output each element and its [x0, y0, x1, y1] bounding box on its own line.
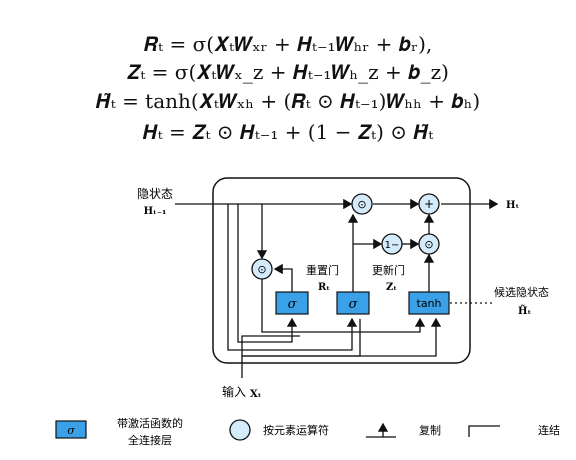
equation-reset-gate: 𝑹ₜ = σ(𝑿ₜ𝑾ₓᵣ + 𝑯ₜ₋₁𝑾ₕᵣ + 𝒃ᵣ), — [143, 32, 433, 56]
legend-fc-layer-icon — [55, 420, 87, 439]
reset-mult-to-tanh-line — [261, 279, 426, 333]
reset-multiply-symbol: ⊙ — [257, 263, 266, 276]
equation-candidate-state: 𝑯̃ₜ = tanh(𝑿ₜ𝑾ₓₕ + (𝑹ₜ ⊙ 𝑯ₜ₋₁)𝑾ₕₕ + 𝒃ₕ) — [95, 89, 481, 113]
equation-update-gate: 𝒁ₜ = σ(𝑿ₜ𝑾ₓ_z + 𝑯ₜ₋₁𝑾ₕ_z + 𝒃_z) — [127, 60, 449, 84]
legend-copy-label: 复制 — [419, 423, 441, 437]
add-operator — [418, 193, 440, 215]
output-var: Hₜ — [506, 200, 519, 211]
equation-hidden-state: 𝑯ₜ = 𝒁ₜ ⊙ 𝑯ₜ₋₁ + (1 − 𝒁ₜ) ⊙ 𝑯̃ₜ — [142, 120, 434, 144]
h-to-reset-gate-line — [237, 204, 298, 343]
reset-gate-label: 重置门 — [306, 263, 339, 277]
legend-operator-label: 按元素运算符 — [263, 423, 329, 437]
update-multiply-operator — [351, 193, 373, 215]
add-symbol: + — [424, 197, 434, 211]
reset-gate-sigma: σ — [288, 297, 298, 312]
legend-fc-symbol: σ — [67, 424, 75, 437]
update-gate-label: 更新门 — [372, 263, 405, 277]
input-label: 输入 — [222, 384, 246, 399]
input-var: Xₜ — [250, 389, 262, 400]
one-minus-symbol: 1− — [385, 240, 400, 251]
reset-gate-var: Rₜ — [318, 282, 330, 293]
input-to-update-gate-line — [241, 319, 361, 378]
gru-cell-border — [212, 177, 471, 364]
candidate-label: 候选隐状态 — [494, 285, 549, 299]
legend-copy-icon — [366, 422, 389, 438]
legend-concat-icon — [468, 425, 500, 437]
legend-fc-layer-label-2: 全连接层 — [128, 433, 172, 447]
candidate-tanh-label: tanh — [417, 297, 442, 310]
reset-gate-to-mult-line — [273, 263, 293, 292]
candidate-var: H̃ₜ — [518, 305, 531, 317]
legend-fc-layer-label-1: 带激活函数的 — [117, 416, 183, 430]
h-to-update-gate-line — [227, 204, 358, 351]
legend-operator-icon — [229, 419, 251, 441]
update-multiply-symbol: ⊙ — [357, 198, 366, 211]
update-gate-sigma: σ — [349, 297, 359, 312]
legend-concat-label: 连结 — [538, 424, 560, 437]
hidden-state-label: 隐状态 — [137, 187, 173, 201]
update-gate-var: Zₜ — [386, 282, 397, 293]
hidden-state-var: Hₜ₋₁ — [144, 206, 167, 217]
input-to-reset-gate-line — [241, 335, 300, 356]
input-to-tanh-line — [242, 317, 442, 357]
candidate-multiply-symbol: ⊙ — [424, 238, 433, 251]
